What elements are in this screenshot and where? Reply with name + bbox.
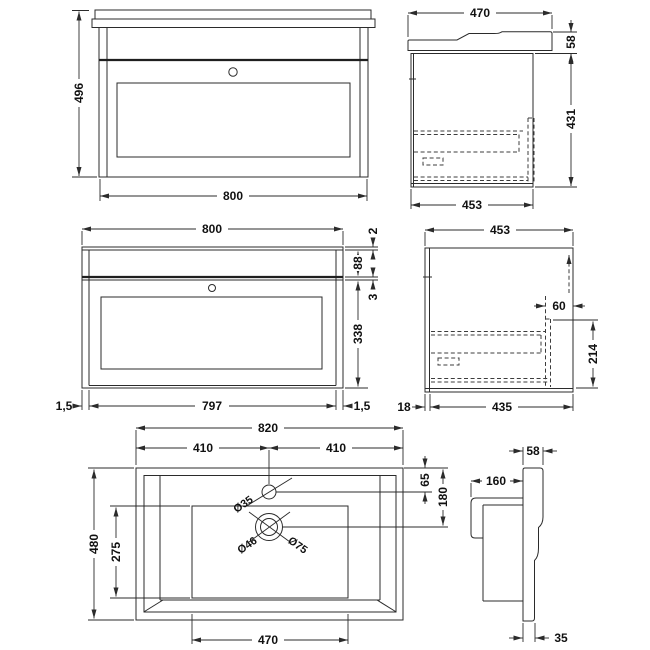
dim-basin-height: 58 [564,35,578,49]
cabinet-body [98,27,369,178]
dim-side-bottom-width: 453 [462,198,482,212]
front-view: 496 800 [72,9,376,203]
dim-waste-outer-dia: Ø75 [286,535,310,557]
dim-tap-offset: 65 [418,473,432,487]
dim-top-gap: 2 [366,227,380,234]
basin-outer-edge [135,467,404,621]
basin-lip [91,18,376,28]
dim-cabinet-height: 431 [564,109,578,129]
dim-front-width: 800 [223,189,243,203]
basin-profile [407,31,553,51]
dim-plan-half-left: 410 [193,441,213,455]
dim-tap-hole-dia: Ø35 [232,494,256,516]
dim-wall-gap: 18 [397,400,411,414]
dim-mid-gap: 3 [366,293,380,300]
dim-cab-width: 800 [202,222,222,236]
dim-back-offset: 60 [552,299,566,313]
dim-bottom-thickness: 35 [554,631,568,645]
handle-hole [208,284,216,292]
basin-top-slab [94,9,372,20]
dim-rim-depth: 160 [486,474,506,488]
side-view: 470 58 431 453 [407,6,578,212]
drawer-handle-hidden [422,157,444,166]
cabinet-side-view: 453 60 214 18 435 [397,223,600,414]
dim-top-thickness: 58 [526,444,540,458]
dim-lower-panel: 338 [351,324,365,344]
basin-profile-view: 160 58 35 [470,444,568,645]
bowl-flat-bottom [191,505,349,599]
waste-hole-inner [260,518,278,536]
drawer-handle-hidden [437,357,460,366]
dim-right-edge: 1,5 [354,399,371,413]
dim-waste-offset: 180 [436,487,450,507]
dim-inner-width: 797 [202,399,222,413]
dim-plan-width: 820 [258,421,278,435]
dim-cabside-bottom-width: 435 [492,400,512,414]
drawer-panel [100,296,323,370]
dim-bowl-width: 470 [258,633,278,647]
dim-top-rail: 88 [351,256,365,270]
cabinet-outline [81,246,344,389]
cabinet-body-side [410,53,534,188]
dim-left-edge: 1,5 [56,399,73,413]
dim-waste-inner-dia: Ø46 [236,535,260,557]
dim-front-height: 496 [72,83,86,103]
handle-hole [228,67,238,77]
dim-plan-depth: 480 [87,534,101,554]
basin-rim [143,475,397,613]
drawer-panel [116,82,351,158]
dim-side-top-width: 470 [470,6,490,20]
dim-bowl-depth: 275 [109,542,123,562]
plan-view: Ø35 Ø46 Ø75 820 410 410 65 180 480 275 [87,421,450,647]
cabinet-front-view: 800 88 338 2 3 1,5 797 1,5 [56,222,381,413]
dim-cabside-top-width: 453 [490,223,510,237]
dim-inner-height: 214 [586,344,600,364]
basin-front-lip [470,497,523,539]
basin-back-profile [522,467,544,622]
dim-plan-half-right: 410 [326,441,346,455]
